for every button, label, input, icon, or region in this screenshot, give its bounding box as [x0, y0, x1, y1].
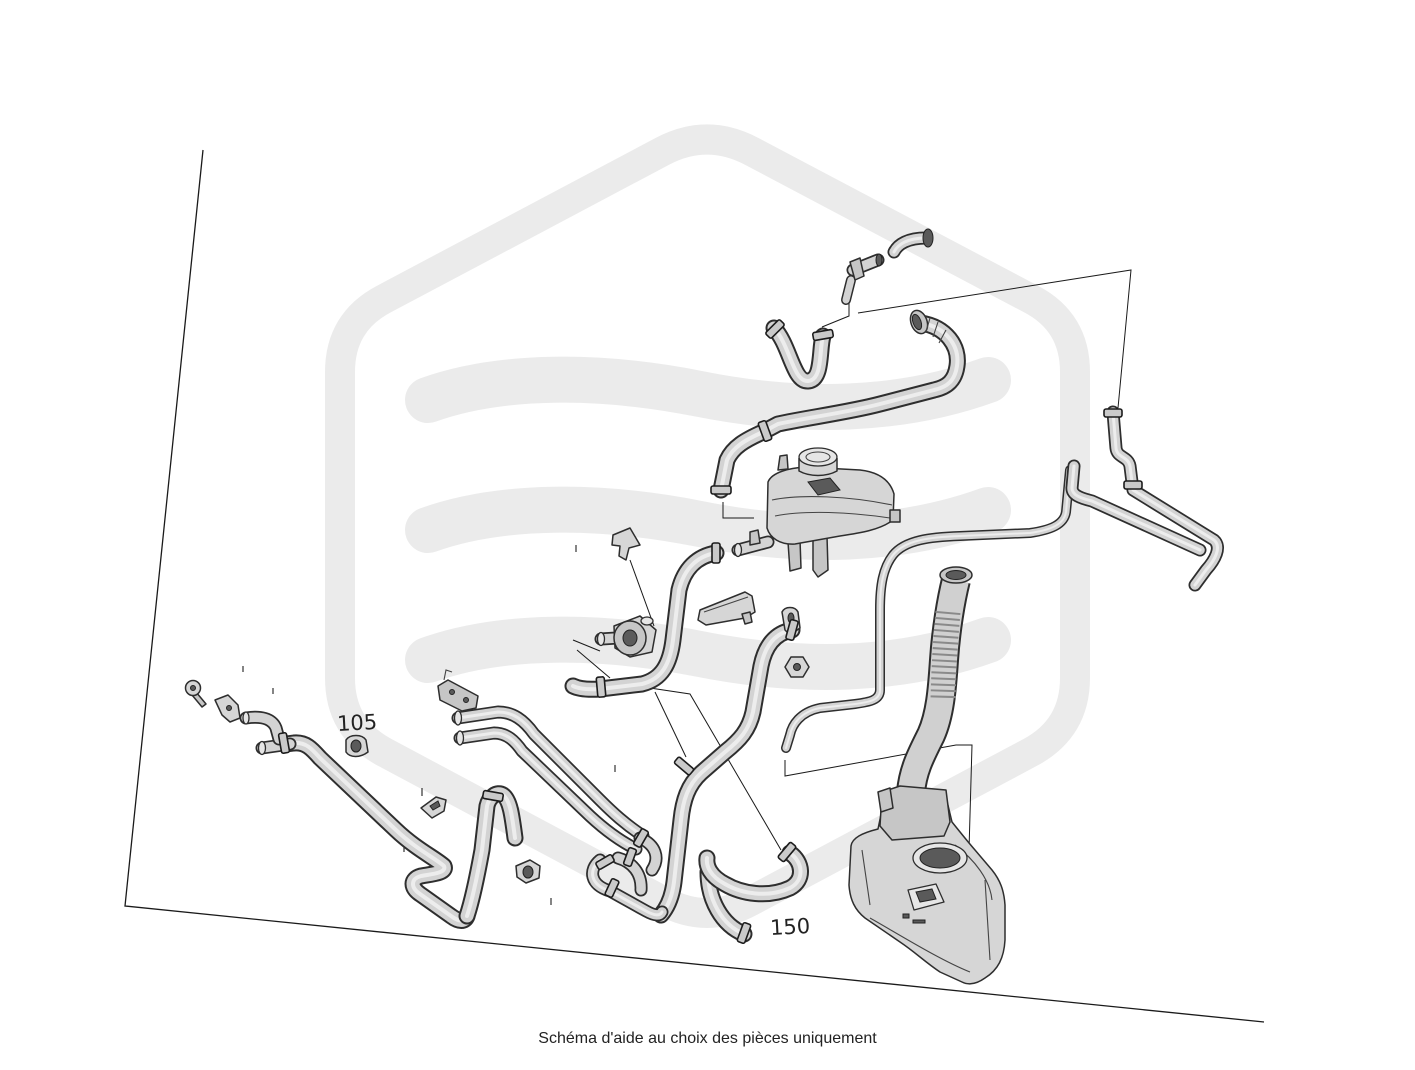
clip-small — [420, 796, 447, 819]
watermark-stripe — [405, 616, 1011, 690]
bolt — [184, 679, 207, 708]
elbow-connector — [894, 228, 934, 252]
leader-lines — [572, 269, 1132, 851]
diagram-caption: Schéma d'aide au choix des pièces unique… — [538, 1030, 877, 1047]
bracket-tag — [611, 527, 641, 561]
diagram-frame — [124, 149, 1265, 1023]
tick-marks — [242, 545, 616, 905]
hex-nut — [784, 656, 810, 678]
small-bracket-left — [214, 694, 241, 723]
clip-105 — [345, 734, 369, 758]
hose-clamp — [515, 859, 541, 884]
mounting-bracket — [697, 591, 756, 626]
callout-105[interactable]: 105 — [336, 710, 377, 736]
hose-right-v — [1072, 412, 1218, 585]
callout-150[interactable]: 150 — [769, 914, 810, 940]
watermark-logo — [325, 124, 1090, 928]
watermark-stripe — [405, 486, 1011, 560]
washer-fluid-reservoir — [848, 567, 1006, 985]
left-pipe-stub — [259, 742, 291, 756]
coolant-expansion-tank — [735, 447, 901, 578]
left-elbow-connector — [243, 712, 279, 739]
twin-pipe-assembly — [437, 669, 643, 849]
t-connector — [846, 253, 882, 300]
hose-expansion-tank-upper — [721, 309, 957, 490]
auxiliary-water-pump — [598, 615, 657, 658]
hose-clamps — [277, 319, 1143, 945]
